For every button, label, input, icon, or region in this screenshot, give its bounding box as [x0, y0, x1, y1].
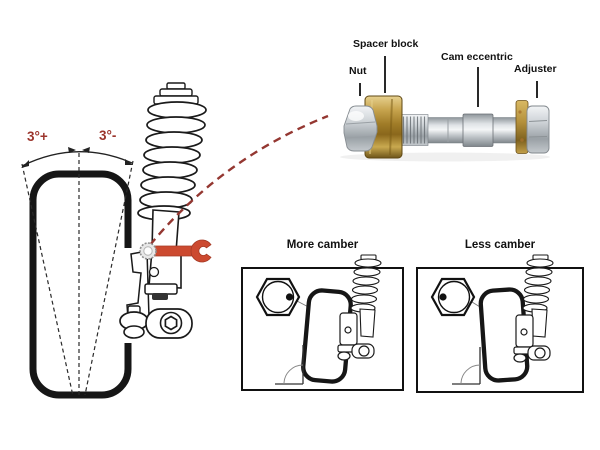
camber-angle-arc	[21, 147, 133, 168]
threaded-section	[399, 114, 429, 146]
camber-negative-label: 3°-	[99, 128, 117, 143]
less-cam-indicator	[430, 277, 476, 317]
more-cam-indicator	[255, 277, 301, 317]
adjuster-washer-part	[515, 100, 529, 154]
more-cam-dot	[285, 293, 294, 301]
arc-arrow-left	[21, 160, 29, 168]
wrench-icon	[149, 239, 212, 263]
camber-angle-dashed-lines	[21, 153, 134, 397]
less-mini-spring	[522, 254, 554, 338]
adjuster-label: Adjuster	[514, 63, 557, 75]
label-leader-lines	[359, 56, 538, 107]
camber-bolt-photo	[340, 56, 550, 162]
less-mini-knuckle	[513, 314, 551, 363]
more-angle-marker	[275, 345, 304, 385]
bolt-head-part	[526, 105, 550, 154]
main-tire-outline	[29, 170, 132, 399]
more-mini-spring	[350, 254, 382, 338]
more-mini-knuckle	[337, 312, 375, 361]
spacer-block-label: Spacer block	[353, 38, 419, 50]
more-camber-panel	[241, 254, 404, 391]
red-dashed-connector	[149, 114, 329, 246]
less-cam-dot	[439, 293, 447, 301]
nut-part	[343, 105, 378, 152]
control-arm	[145, 308, 193, 339]
cam-eccentric-ring	[462, 113, 494, 147]
arc-arrow-center-left	[68, 147, 76, 153]
ball-joint	[119, 305, 149, 339]
camber-positive-label: 3°+	[27, 129, 48, 144]
less-camber-title: Less camber	[464, 239, 536, 251]
arc-arrow-right	[125, 159, 133, 165]
knuckle-stub	[152, 293, 168, 300]
strut-coil-spring	[137, 82, 207, 221]
nut-label: Nut	[349, 65, 367, 77]
more-camber-title: More camber	[286, 239, 359, 251]
cam-bolt-head	[139, 242, 157, 260]
less-angle-marker	[452, 347, 481, 385]
cam-eccentric-label: Cam eccentric	[441, 51, 513, 63]
arc-arrow-center-right	[82, 147, 90, 153]
less-camber-panel	[416, 254, 584, 393]
